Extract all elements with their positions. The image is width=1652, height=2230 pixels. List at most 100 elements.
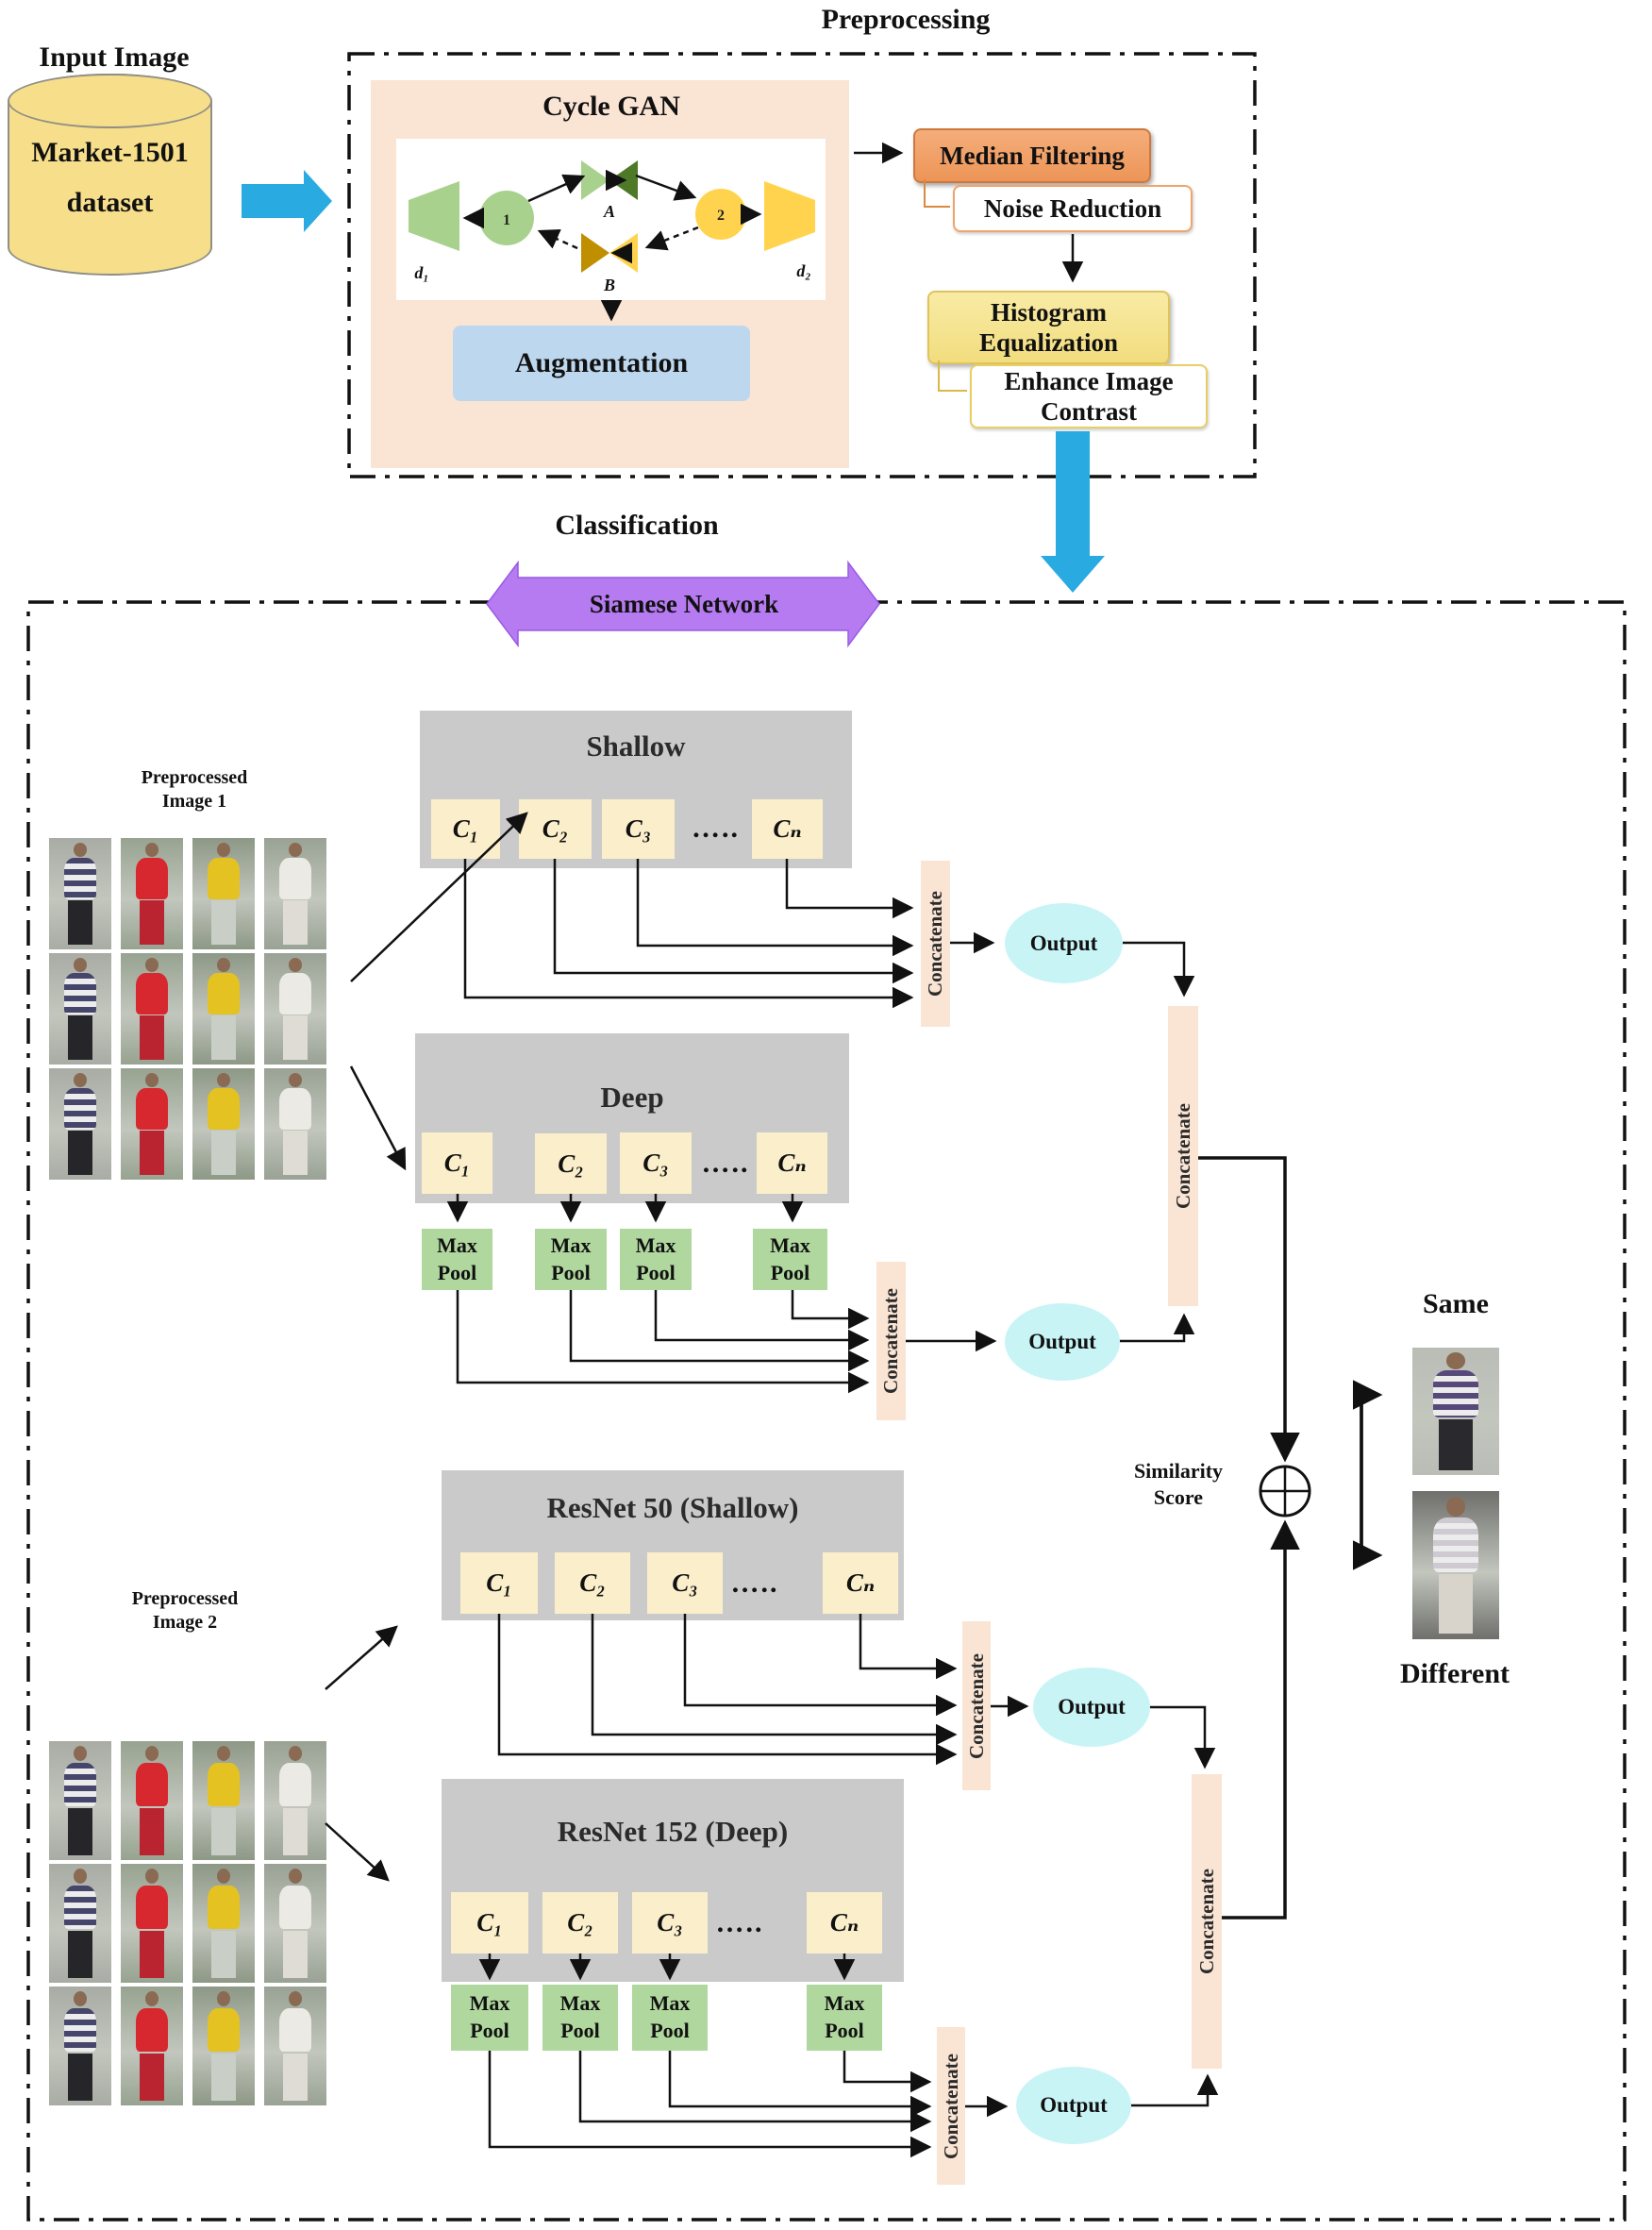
image2-concatenate-bar: Concatenate bbox=[1192, 1774, 1222, 2069]
deep-maxpool3-box: Max Pool bbox=[620, 1229, 692, 1290]
compare-bracket bbox=[1353, 1380, 1383, 1570]
yellow-shirt-person-photo bbox=[192, 838, 255, 949]
deep-c-dots: ….. bbox=[701, 1148, 750, 1179]
shallow-output-ellipse: Output bbox=[1005, 903, 1123, 983]
striped-shirt-person-photo bbox=[49, 1987, 111, 2105]
histogram-equalization-box: Histogram Equalization bbox=[927, 291, 1170, 364]
resnet152-cn-box: Cₙ bbox=[807, 1892, 882, 1953]
shallow-cn-box: Cₙ bbox=[752, 799, 823, 859]
striped-shirt-person bbox=[49, 1741, 111, 2105]
white-outfit-person-photo bbox=[264, 953, 326, 1065]
resnet152-c3-box: C₃ bbox=[632, 1892, 708, 1953]
red-dress-person-photo bbox=[121, 1987, 183, 2105]
resnet50-c-dots: ….. bbox=[730, 1568, 779, 1599]
shallow-c2-box: C₂ bbox=[519, 799, 592, 859]
red-dress-person-photo bbox=[121, 1864, 183, 1983]
deep-output-ellipse: Output bbox=[1005, 1303, 1120, 1381]
preprocessing-to-classification-arrow-icon bbox=[1041, 431, 1105, 593]
preprocessed-image2-label: Preprocessed Image 2 bbox=[131, 1588, 239, 1633]
deep-concatenate-bar: Concatenate bbox=[876, 1262, 906, 1420]
preprocessed-image-2-grid bbox=[49, 1741, 328, 2105]
yellow-shirt-person-photo bbox=[192, 1741, 255, 1860]
striped-shirt-person-photo bbox=[1412, 1348, 1499, 1475]
augmentation-box: Augmentation bbox=[453, 326, 750, 401]
red-dress-person-photo bbox=[121, 1068, 183, 1180]
deep-c2-box: C₂ bbox=[535, 1133, 607, 1194]
white-outfit-person-photo bbox=[264, 1864, 326, 1983]
deep-maxpooln-box: Max Pool bbox=[753, 1229, 827, 1290]
input-image-label: Input Image bbox=[39, 42, 190, 73]
same-person-image bbox=[1412, 1348, 1499, 1475]
shallow-c3-box: C₃ bbox=[602, 799, 675, 859]
shallow-c-dots: ….. bbox=[692, 813, 740, 844]
resnet152-c2-box: C₂ bbox=[542, 1892, 618, 1953]
similarity-xor-icon bbox=[1259, 1465, 1311, 1517]
resnet50-output-ellipse: Output bbox=[1033, 1668, 1150, 1747]
resnet152-c1-box: C₁ bbox=[451, 1892, 528, 1953]
different-label: Different bbox=[1399, 1658, 1510, 1689]
resnet50-c3-box: C₃ bbox=[647, 1552, 723, 1614]
striped-shirt-person-photo bbox=[49, 1741, 111, 1860]
deep-c1-box: C₁ bbox=[422, 1132, 492, 1194]
striped-shirt-white-pants-person bbox=[1412, 1491, 1499, 1639]
gan-diagram-canvas bbox=[396, 139, 826, 300]
median-filtering-box: Median Filtering bbox=[913, 128, 1151, 183]
deep-maxpool2-box: Max Pool bbox=[535, 1229, 607, 1290]
white-outfit-person-photo bbox=[264, 1068, 326, 1180]
yellow-shirt-person bbox=[192, 1741, 255, 2105]
striped-shirt-person bbox=[1412, 1348, 1499, 1475]
resnet152-maxpool3-box: Max Pool bbox=[632, 1985, 708, 2051]
classification-title: Classification bbox=[555, 510, 719, 541]
resnet50-c2-box: C₂ bbox=[555, 1552, 630, 1614]
white-outfit-person-photo bbox=[264, 1741, 326, 1860]
resnet152-maxpool2-box: Max Pool bbox=[542, 1985, 618, 2051]
preprocessed-image1-label: Preprocessed Image 1 bbox=[141, 767, 248, 812]
preprocessed-image-1-grid bbox=[49, 838, 328, 1180]
cyclegan-title: Cycle GAN bbox=[542, 91, 680, 122]
resnet152-maxpooln-box: Max Pool bbox=[807, 1985, 882, 2051]
striped-shirt-person-photo bbox=[49, 1068, 111, 1180]
shallow-c1-box: C₁ bbox=[431, 799, 500, 859]
resnet50-c1-box: C₁ bbox=[460, 1552, 538, 1614]
deep-maxpool1-box: Max Pool bbox=[422, 1229, 492, 1290]
deep-c3-box: C₃ bbox=[620, 1132, 692, 1194]
white-outfit-person bbox=[264, 1741, 326, 2105]
resnet152-concatenate-bar: Concatenate bbox=[937, 2027, 965, 2185]
same-label: Same bbox=[1423, 1288, 1489, 1319]
striped-shirt-person-photo bbox=[49, 838, 111, 949]
siamese-network-label: Siamese Network bbox=[589, 590, 779, 618]
different-person-image bbox=[1412, 1491, 1499, 1639]
yellow-shirt-person-photo bbox=[192, 1068, 255, 1180]
yellow-shirt-person-photo bbox=[192, 1987, 255, 2105]
resnet152-title: ResNet 152 (Deep) bbox=[557, 1815, 789, 1848]
red-dress-person bbox=[121, 838, 183, 1180]
yellow-shirt-person-photo bbox=[192, 953, 255, 1065]
resnet50-title: ResNet 50 (Shallow) bbox=[546, 1491, 799, 1524]
noise-reduction-box: Noise Reduction bbox=[953, 185, 1193, 232]
resnet152-output-ellipse: Output bbox=[1016, 2067, 1131, 2144]
deep-title: Deep bbox=[600, 1081, 664, 1114]
shallow-title: Shallow bbox=[586, 729, 686, 763]
resnet152-c-dots: ….. bbox=[715, 1907, 764, 1938]
yellow-shirt-person-photo bbox=[192, 1864, 255, 1983]
cylinder-top-ellipse bbox=[8, 74, 212, 128]
white-outfit-person bbox=[264, 838, 326, 1180]
striped-shirt-person-photo bbox=[49, 953, 111, 1065]
similarity-score-label: Similarity Score bbox=[1133, 1459, 1224, 1509]
resnet152-maxpool1-box: Max Pool bbox=[451, 1985, 528, 2051]
enhance-contrast-box: Enhance Image Contrast bbox=[970, 364, 1208, 428]
resnet50-concatenate-bar: Concatenate bbox=[962, 1621, 991, 1790]
yellow-shirt-person bbox=[192, 838, 255, 1180]
striped-shirt-white-pants-person-photo bbox=[1412, 1491, 1499, 1639]
red-dress-person-photo bbox=[121, 953, 183, 1065]
dataset-label: Market-1501 dataset bbox=[31, 137, 189, 218]
market1501-dataset-cylinder: Market-1501 dataset bbox=[8, 74, 212, 276]
red-dress-person-photo bbox=[121, 838, 183, 949]
image1-concatenate-bar: Concatenate bbox=[1168, 1006, 1198, 1306]
deep-cn-box: Cₙ bbox=[757, 1132, 827, 1194]
white-outfit-person-photo bbox=[264, 1987, 326, 2105]
red-dress-person bbox=[121, 1741, 183, 2105]
white-outfit-person-photo bbox=[264, 838, 326, 949]
resnet50-cn-box: Cₙ bbox=[823, 1552, 898, 1614]
